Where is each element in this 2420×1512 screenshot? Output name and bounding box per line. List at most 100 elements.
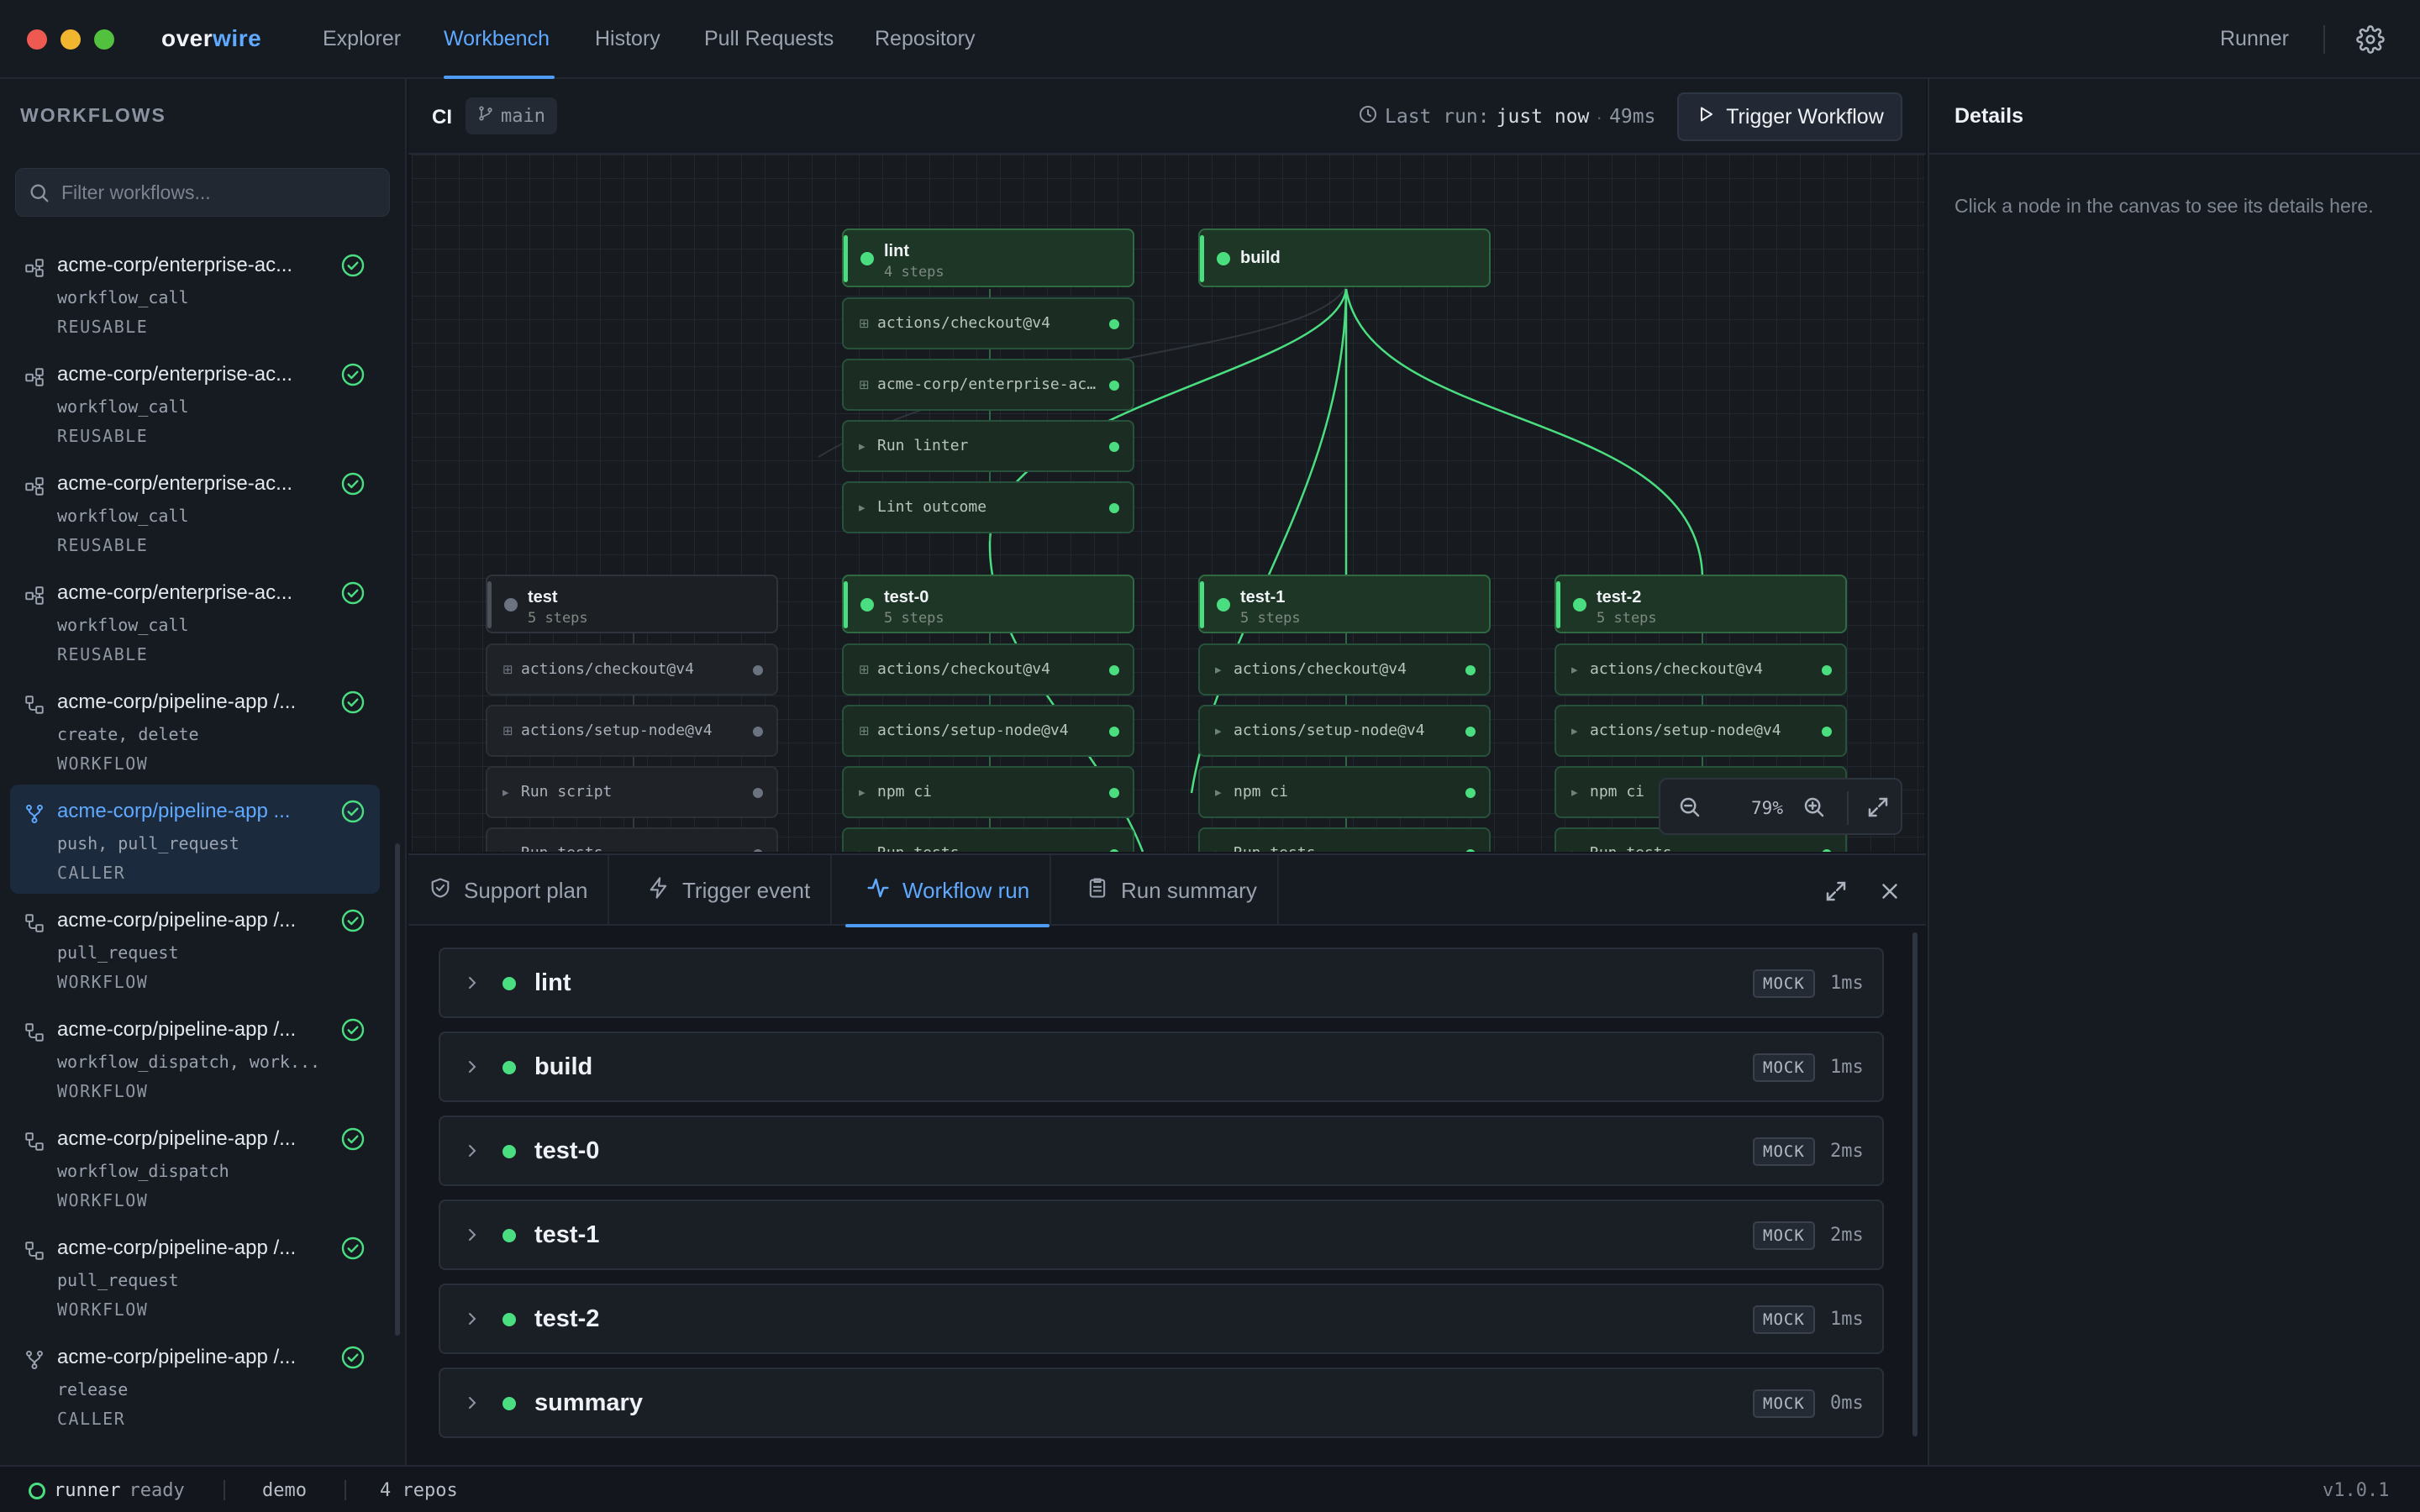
job-status-dot [1573, 598, 1586, 612]
step-status-dot [1109, 381, 1119, 391]
workflow-icon [24, 694, 45, 716]
workflow-list-item[interactable]: acme-corp/pipeline-app /...workflow_disp… [10, 1112, 380, 1221]
step-node[interactable]: ⊞actions/setup-node@v4 [842, 705, 1134, 757]
workflow-list-item[interactable]: acme-corp/pipeline-app /...create, delet… [10, 675, 380, 785]
chevron-right-icon[interactable] [462, 1141, 482, 1161]
step-node[interactable]: ▸npm ci [1198, 766, 1491, 818]
search-input[interactable] [61, 169, 381, 216]
step-node[interactable]: ⊞actions/checkout@v4 [842, 643, 1134, 696]
workflow-search[interactable] [15, 168, 390, 217]
step-node[interactable]: ⊞acme-corp/enterprise-ac… [842, 359, 1134, 411]
gear-icon[interactable] [2356, 25, 2385, 54]
action-step-icon: ⊞ [859, 378, 870, 392]
expand-icon[interactable] [1823, 879, 1849, 904]
run-step-icon: ▸ [1215, 663, 1222, 677]
step-status-dot [1465, 727, 1476, 737]
step-node[interactable]: ▸Run tests [842, 827, 1134, 852]
nav-tab-workbench[interactable]: Workbench [444, 27, 550, 50]
nav-tab-history[interactable]: History [595, 27, 660, 50]
step-node[interactable]: ▸Run linter [842, 420, 1134, 472]
workflow-trigger: workflow_call [57, 506, 189, 526]
step-node[interactable]: ▸Lint outcome [842, 481, 1134, 533]
step-node[interactable]: ▸actions/setup-node@v4 [1198, 705, 1491, 757]
branch-badge[interactable]: main [466, 97, 557, 134]
step-node[interactable]: ▸Run tests [486, 827, 778, 852]
trigger-workflow-button[interactable]: Trigger Workflow [1677, 92, 1902, 141]
tab-support-plan[interactable]: Support plan [408, 855, 610, 926]
job-status-dot [1217, 252, 1230, 265]
panel-scrollbar[interactable] [1912, 932, 1918, 1436]
chevron-right-icon[interactable] [462, 1309, 482, 1329]
step-node[interactable]: ⊞actions/checkout@v4 [486, 643, 778, 696]
status-bar: runner ready demo 4 repos v1.0.1 [0, 1465, 2420, 1512]
details-empty-message: Click a node in the canvas to see its de… [1954, 195, 2374, 217]
step-name: Run tests [877, 844, 960, 852]
runner-status[interactable]: runner ready [29, 1480, 185, 1501]
step-node[interactable]: ⊞actions/checkout@v4 [842, 297, 1134, 349]
zoom-out-icon[interactable] [1677, 795, 1702, 820]
chevron-right-icon[interactable] [462, 1225, 482, 1245]
fit-view-icon[interactable] [1865, 795, 1891, 820]
close-icon[interactable] [1877, 879, 1902, 904]
tab-workflow-run[interactable]: Workflow run [845, 855, 1052, 927]
nav-tab-repository[interactable]: Repository [875, 27, 976, 50]
tab-run-summary[interactable]: Run summary [1065, 855, 1279, 926]
window-minimize-dot[interactable] [60, 29, 81, 50]
step-node[interactable]: ▸Run tests [1198, 827, 1491, 852]
action-step-icon: ⊞ [859, 317, 870, 331]
workflow-trigger: workflow_dispatch [57, 1161, 229, 1181]
step-node[interactable]: ▸Run script [486, 766, 778, 818]
step-node[interactable]: ▸actions/checkout@v4 [1198, 643, 1491, 696]
chevron-right-icon[interactable] [462, 973, 482, 993]
run-status-dot [502, 1229, 516, 1242]
chevron-right-icon[interactable] [462, 1393, 482, 1413]
clipboard-icon [1086, 876, 1109, 906]
workflow-kind: CALLER [57, 1409, 126, 1429]
tab-trigger-event[interactable]: Trigger event [627, 855, 833, 926]
job-node-build[interactable]: build [1198, 228, 1491, 287]
status-ring-icon [29, 1482, 45, 1499]
step-node[interactable]: ▸actions/setup-node@v4 [1555, 705, 1847, 757]
step-node[interactable]: ⊞actions/setup-node@v4 [486, 705, 778, 757]
sidebar-scrollbar[interactable] [395, 843, 400, 1336]
run-step-icon: ▸ [1571, 724, 1578, 738]
run-duration: 0ms [1830, 1393, 1864, 1414]
step-node[interactable]: ▸npm ci [842, 766, 1134, 818]
window-close-dot[interactable] [27, 29, 47, 50]
chevron-right-icon[interactable] [462, 1057, 482, 1077]
workflow-kind: REUSABLE [57, 317, 149, 337]
step-node[interactable]: ▸actions/checkout@v4 [1555, 643, 1847, 696]
workflow-list-item[interactable]: acme-corp/pipeline-app ...push, pull_req… [10, 785, 380, 894]
divider [1847, 791, 1849, 825]
runner-link[interactable]: Runner [2220, 27, 2289, 50]
nav-tab-explorer[interactable]: Explorer [323, 27, 402, 50]
run-status-dot [502, 1313, 516, 1326]
last-run-label: Last run: [1385, 106, 1490, 128]
nav-tab-pull-requests[interactable]: Pull Requests [704, 27, 834, 50]
window-maximize-dot[interactable] [94, 29, 114, 50]
zoom-in-icon[interactable] [1802, 795, 1827, 820]
run-step-icon: ▸ [1215, 846, 1222, 852]
workflow-list-item[interactable]: acme-corp/pipeline-app /...workflow_disp… [10, 1003, 380, 1112]
git-branch-icon [477, 105, 494, 127]
